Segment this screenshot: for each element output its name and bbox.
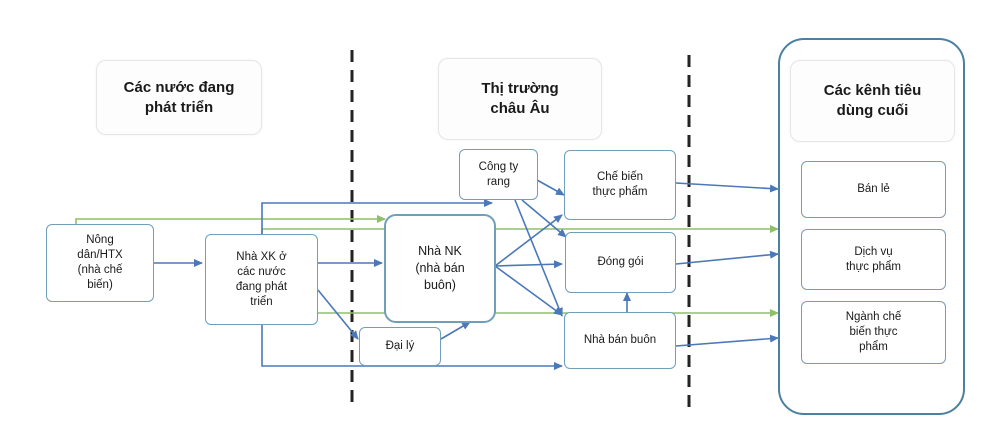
node-farmers: Nông dân/HTX (nhà chế biến) xyxy=(46,224,154,302)
header-developing-countries-label: Các nước đang phát triển xyxy=(123,78,235,116)
node-retail: Bán lẻ xyxy=(801,161,946,218)
arrow-wholesaler-to-food-industry xyxy=(675,334,779,347)
header-european-market: Thị trường châu Âu xyxy=(438,58,602,140)
node-roaster: Công ty rang xyxy=(459,149,538,200)
node-wholesaler: Nhà bán buôn xyxy=(564,312,676,369)
arrow-roaster-to-wholesaler xyxy=(514,199,563,317)
node-roaster-label: Công ty rang xyxy=(478,160,519,188)
arrow-roaster-to-processing xyxy=(536,179,565,196)
node-importer: Nhà NK (nhà bán buôn) xyxy=(384,214,496,323)
node-agent-label: Đại lý xyxy=(385,340,415,352)
arrow-importer-to-packaging xyxy=(494,260,563,269)
node-food-service-label: Dịch vụ thực phẩm xyxy=(845,245,901,273)
arrow-processing-to-retail xyxy=(675,182,779,193)
node-food-industry-label: Ngành chế biến thực phẩm xyxy=(845,311,902,353)
node-retail-label: Bán lẻ xyxy=(857,183,890,195)
arrow-importer-to-processing xyxy=(494,214,563,267)
arrow-exporter-bottom-route xyxy=(261,325,563,370)
node-food-processing-label: Chế biến thực phẩm xyxy=(592,171,648,198)
node-packaging-label: Đóng gói xyxy=(597,256,644,268)
node-food-processing: Chế biến thực phẩm xyxy=(564,150,676,220)
arrow-exporter-to-agent xyxy=(317,289,359,340)
header-european-market-label: Thị trường châu Âu xyxy=(481,80,559,117)
arrow-packaging-to-food-service xyxy=(675,250,779,265)
header-end-channels-label: Các kênh tiêu dùng cuối xyxy=(823,82,922,119)
end-channels-container xyxy=(778,38,965,415)
node-wholesaler-label: Nhà bán buôn xyxy=(583,334,657,346)
node-exporter: Nhà XK ở các nước đang phát triển xyxy=(205,234,318,325)
arrow-exporter-to-roaster xyxy=(261,199,493,234)
node-farmers-label: Nông dân/HTX (nhà chế biến) xyxy=(77,234,123,291)
node-packaging: Đóng gói xyxy=(565,232,676,293)
arrow-importer-to-wholesaler xyxy=(494,265,563,316)
node-exporter-label: Nhà XK ở các nước đang phát triển xyxy=(235,250,288,308)
node-food-industry: Ngành chế biến thực phẩm xyxy=(801,301,946,364)
header-end-channels: Các kênh tiêu dùng cuối xyxy=(790,60,955,142)
arrow-farmers-to-importer xyxy=(75,215,386,224)
arrow-roaster-to-packaging xyxy=(521,199,567,238)
header-developing-countries: Các nước đang phát triển xyxy=(96,60,262,135)
arrow-agent-to-importer xyxy=(440,321,471,340)
node-agent: Đại lý xyxy=(359,327,441,366)
node-food-service: Dịch vụ thực phẩm xyxy=(801,229,946,290)
arrow-exporter-to-food-service xyxy=(261,225,779,234)
node-importer-label: Nhà NK (nhà bán buôn) xyxy=(415,244,465,292)
